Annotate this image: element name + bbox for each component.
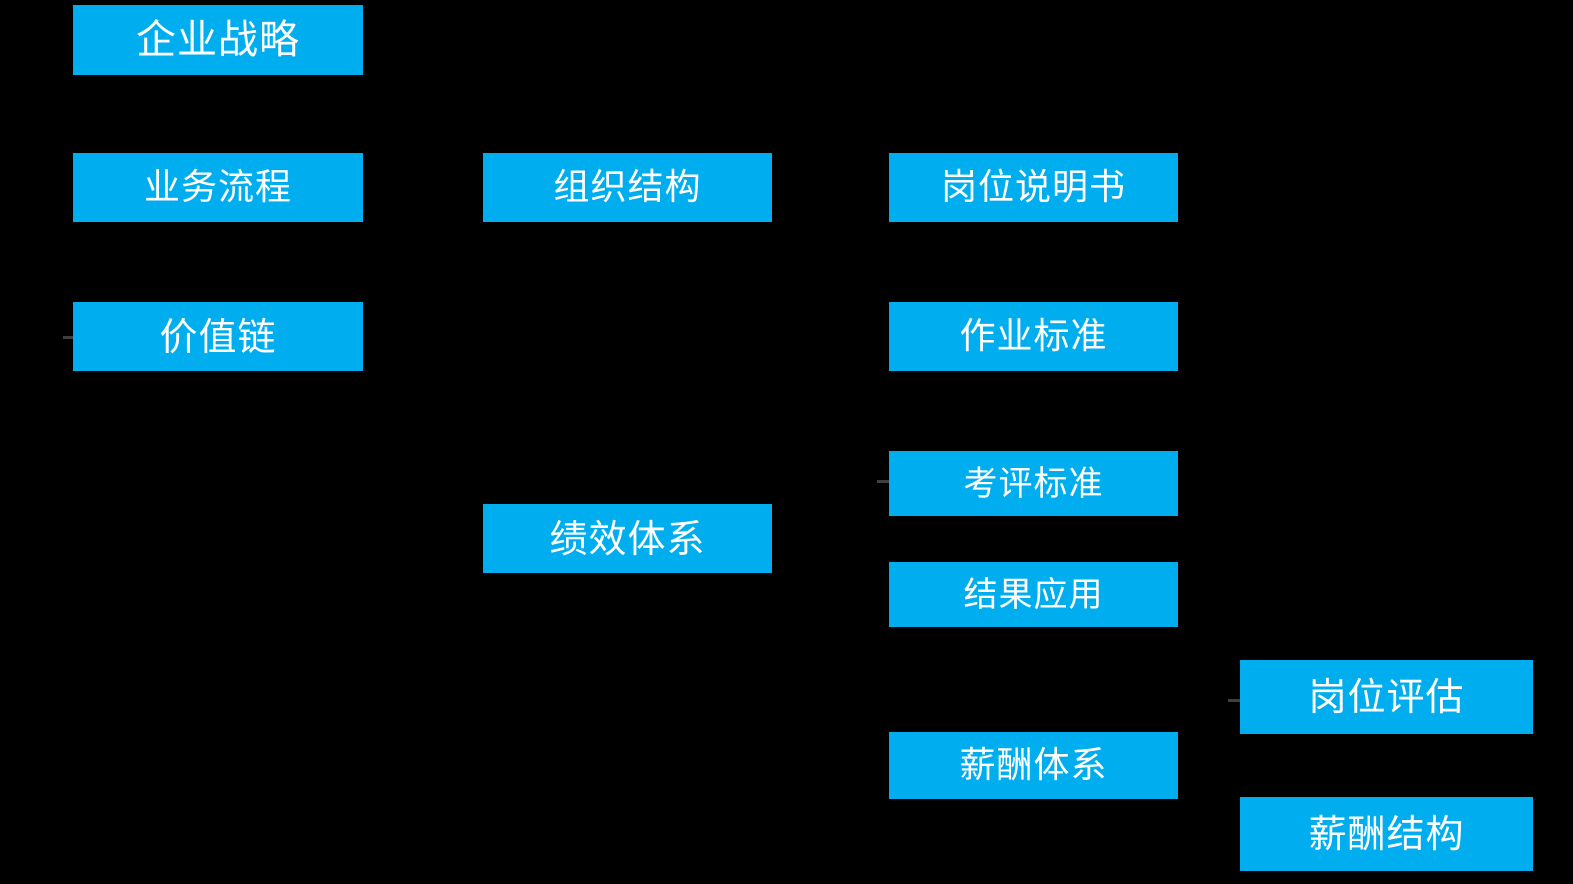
node-compensation-system[interactable]: 薪酬体系 — [889, 732, 1178, 799]
node-corporate-strategy[interactable]: 企业战略 — [73, 5, 363, 75]
node-label-compensation-system: 薪酬体系 — [959, 744, 1108, 786]
node-label-job-description: 岗位说明书 — [940, 166, 1126, 208]
node-label-compensation-structure: 薪酬结构 — [1308, 812, 1465, 856]
node-label-organization-structure: 组织结构 — [553, 166, 702, 208]
node-label-business-process: 业务流程 — [143, 166, 292, 208]
node-job-evaluation[interactable]: 岗位评估 — [1240, 660, 1533, 734]
node-label-result-application: 结果应用 — [963, 574, 1104, 615]
connector-stub-value-chain — [63, 336, 75, 339]
node-business-process[interactable]: 业务流程 — [73, 153, 363, 222]
node-result-application[interactable]: 结果应用 — [889, 562, 1178, 627]
node-label-value-chain: 价值链 — [159, 314, 277, 359]
node-appraisal-standard[interactable]: 考评标准 — [889, 451, 1178, 516]
node-organization-structure[interactable]: 组织结构 — [483, 153, 772, 222]
node-performance-system[interactable]: 绩效体系 — [483, 504, 772, 573]
node-value-chain[interactable]: 价值链 — [73, 302, 363, 371]
connector-stub-job-evaluation — [1228, 699, 1241, 702]
node-label-corporate-strategy: 企业战略 — [136, 17, 300, 63]
connector-stub-appraisal-standard — [877, 480, 890, 483]
node-label-job-evaluation: 岗位评估 — [1308, 675, 1465, 719]
node-label-appraisal-standard: 考评标准 — [963, 463, 1104, 504]
node-job-description[interactable]: 岗位说明书 — [889, 153, 1178, 222]
node-label-performance-system: 绩效体系 — [549, 516, 706, 561]
node-compensation-structure[interactable]: 薪酬结构 — [1240, 797, 1533, 871]
node-work-standard[interactable]: 作业标准 — [889, 302, 1178, 371]
node-label-work-standard: 作业标准 — [959, 315, 1108, 357]
